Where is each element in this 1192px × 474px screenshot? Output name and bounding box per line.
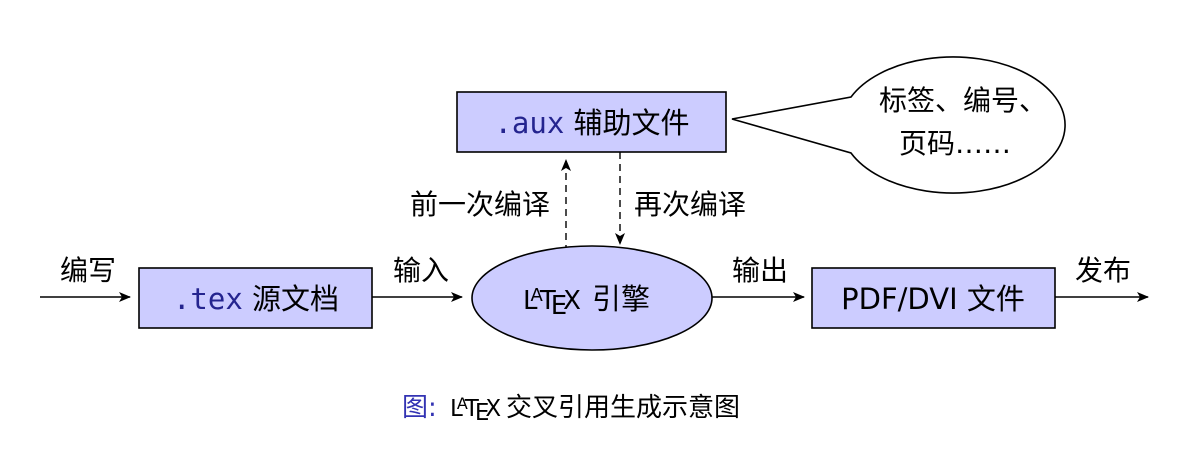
write-label: 编写 <box>60 254 116 287</box>
latex-logo-t: T <box>539 286 556 316</box>
latex-logo-e: E <box>551 291 567 321</box>
output-edge-label: 输出 <box>732 254 788 287</box>
output-box <box>811 267 1056 329</box>
caption-text: 交叉引用生成示意图 <box>506 393 740 423</box>
latex-logo-a: A <box>531 285 544 306</box>
callout-line-2: 页码…… <box>899 127 1011 160</box>
aux-file-label: .aux 辅助文件 <box>494 106 689 140</box>
tex-source-box <box>138 267 373 329</box>
engine-label: LATEX 引擎 <box>523 282 650 321</box>
latex-logo-l: L <box>523 286 538 316</box>
engine-node <box>471 245 713 351</box>
callout-balloon <box>731 56 1066 194</box>
aux-file-box <box>456 91 727 153</box>
publish-label: 发布 <box>1075 254 1131 287</box>
engine-text: 引擎 <box>592 282 650 316</box>
latex-logo: LATEX <box>523 285 581 321</box>
caption-prefix: 图: <box>402 393 437 423</box>
callout-line-1: 标签、编号、 <box>879 84 1047 117</box>
previous-compile-label: 前一次编译 <box>410 188 550 221</box>
tex-source-label: .tex 源文档 <box>173 282 339 316</box>
latex-logo-x: X <box>563 286 581 316</box>
caption: 图: LATEX 交叉引用生成示意图 <box>402 393 740 426</box>
recompile-label: 再次编译 <box>634 188 746 221</box>
caption-latex-logo: LATEX <box>450 394 501 426</box>
input-label: 输入 <box>393 254 449 287</box>
output-label: PDF/DVI 文件 <box>841 282 1025 316</box>
